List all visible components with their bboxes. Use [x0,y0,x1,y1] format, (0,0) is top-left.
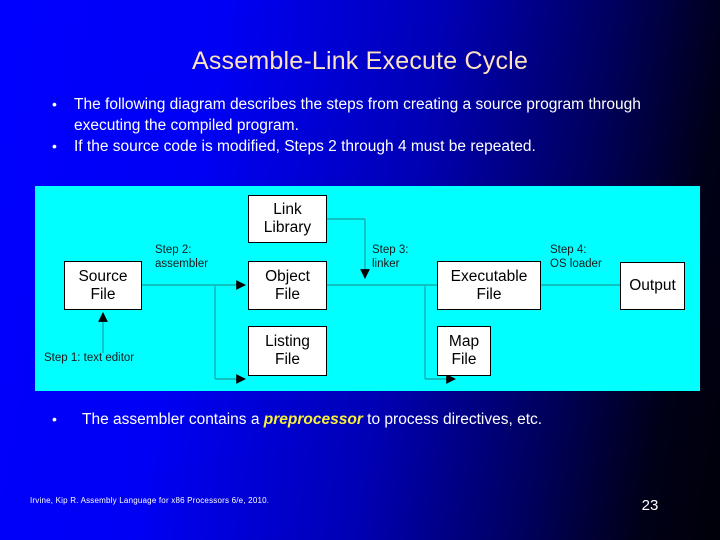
node-link-library[interactable]: Link Library [248,195,327,243]
list-item: • The assembler contains a preprocessor … [52,409,702,430]
node-executable-file[interactable]: Executable File [437,261,541,310]
node-label-line1: Executable [450,267,528,285]
step-label-line2: OS loader [550,258,602,270]
node-label-line2: File [476,285,502,303]
node-label-line2: File [451,351,477,368]
step-label-2: Step 2: assembler [155,243,208,271]
node-label-line1: Output [629,277,676,294]
node-map-file[interactable]: Map File [437,326,491,376]
assemble-link-execute-diagram: Link Library Source File Object File Lis… [35,186,700,391]
bullet-text-before: The assembler contains a [82,411,264,428]
page-title: Assemble-Link Execute Cycle [191,46,529,75]
bullet-icon: • [52,411,57,427]
bullet-text-after: to process directives, etc. [362,411,543,428]
node-source-file[interactable]: Source File [64,261,142,310]
node-label-line1: Listing [265,333,310,350]
bullet-text: The assembler contains a preprocessor to… [82,409,702,430]
step-label-line1: Step 1: text editor [44,352,135,364]
node-listing-file[interactable]: Listing File [248,326,327,376]
source-citation: Irvine, Kip R. Assembly Language for x86… [30,496,270,505]
step-label-line1: Step 2: [155,244,192,256]
diagram-connector-wires [98,218,634,384]
top-bullet-list: • The following diagram describes the st… [52,94,692,157]
node-label-line2: File [275,285,300,303]
node-label-line2: File [90,285,116,303]
step-label-line2: assembler [155,258,209,270]
list-item: • The following diagram describes the st… [52,94,692,136]
node-label-line1: Source [78,267,128,285]
node-label-line1: Link [273,201,302,218]
node-output[interactable]: Output [620,262,685,310]
bottom-bullet-list: • The assembler contains a preprocessor … [52,409,702,430]
page-number: 23 [641,497,659,514]
step-label-3: Step 3: linker [372,243,408,271]
node-label-line2: Library [263,219,312,236]
node-label-line2: File [275,351,300,368]
list-item: • If the source code is modified, Steps … [52,136,692,157]
step-label-4: Step 4: OS loader [550,243,602,271]
node-object-file[interactable]: Object File [248,261,327,310]
step-label-line1: Step 3: [372,244,409,256]
step-label-1: Step 1: text editor [44,351,134,365]
bullet-icon: • [52,96,57,112]
bullet-text: The following diagram describes the step… [74,96,641,134]
node-label-line1: Object [265,267,310,285]
step-label-line1: Step 4: [550,244,587,256]
step-label-line2: linker [372,258,400,270]
node-label-line1: Map [448,333,480,350]
bullet-icon: • [52,138,57,154]
keyword-preprocessor: preprocessor [263,411,363,428]
bullet-text: If the source code is modified, Steps 2 … [74,138,536,155]
